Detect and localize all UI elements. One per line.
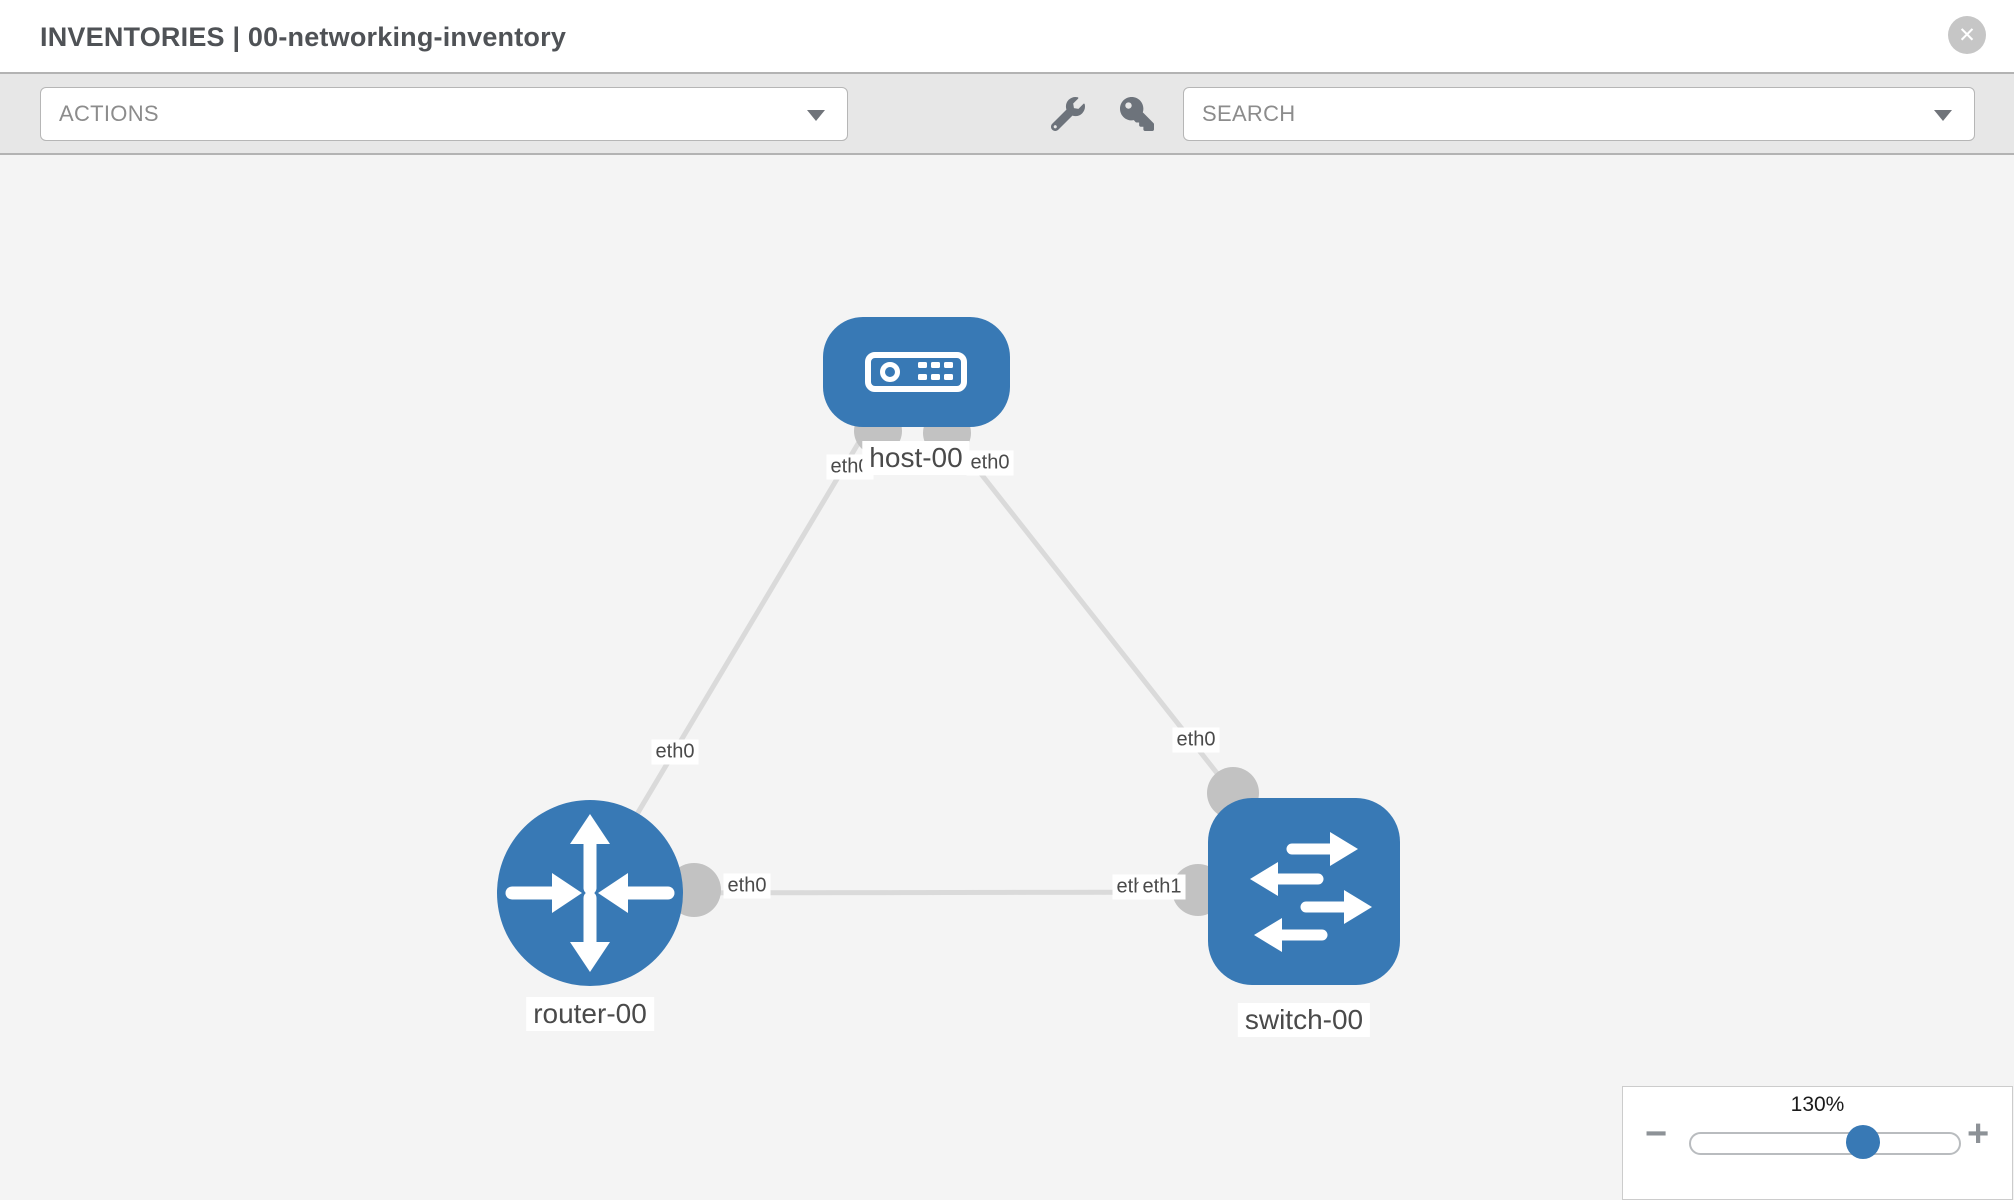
node-label-host: host-00: [862, 441, 970, 475]
router-icon: [505, 814, 675, 972]
node-label-switch: switch-00: [1237, 1003, 1371, 1037]
interface-points: [667, 407, 1259, 917]
topology-canvas[interactable]: [0, 155, 2014, 1200]
node-label-router: router-00: [526, 997, 654, 1031]
wrench-icon: [1050, 97, 1085, 132]
actions-dropdown[interactable]: ACTIONS: [40, 87, 848, 141]
search-dropdown-label: SEARCH: [1202, 101, 1296, 126]
topology-graph: [497, 317, 1400, 986]
interface-label: eth0: [651, 739, 699, 765]
chevron-down-icon: [807, 110, 825, 121]
minus-icon: −: [1645, 1113, 1668, 1155]
configure-button[interactable]: [1050, 97, 1085, 132]
host-icon: [865, 352, 967, 392]
page-title: INVENTORIES | 00-networking-inventory: [40, 22, 567, 52]
interface-label: eth1: [1138, 874, 1186, 900]
interface-label: eth0: [723, 873, 771, 899]
header: INVENTORIES | 00-networking-inventory ✕: [0, 0, 2014, 72]
actions-dropdown-label: ACTIONS: [59, 101, 159, 126]
plus-icon: +: [1967, 1113, 1990, 1155]
key-icon: [1120, 97, 1154, 131]
node-host-00[interactable]: [823, 317, 1010, 427]
zoom-slider[interactable]: [1689, 1125, 1961, 1159]
interface-label: eth0: [966, 450, 1014, 476]
zoom-slider-handle[interactable]: [1846, 1125, 1880, 1159]
zoom-control-panel: 130% − +: [1622, 1086, 2013, 1200]
credentials-button[interactable]: [1120, 97, 1154, 131]
node-switch-00[interactable]: [1208, 798, 1400, 985]
link-host-switch[interactable]: [946, 430, 1252, 817]
close-icon: ✕: [1958, 23, 1976, 47]
switch-icon: [1250, 832, 1372, 952]
links: [587, 430, 1305, 896]
zoom-out-button[interactable]: −: [1645, 1115, 1667, 1153]
node-router-00[interactable]: [497, 800, 683, 986]
zoom-in-button[interactable]: +: [1967, 1115, 1989, 1153]
close-button[interactable]: ✕: [1948, 16, 1986, 54]
chevron-down-icon: [1934, 110, 1952, 121]
toolbar: ACTIONS SEARCH: [0, 72, 2014, 155]
zoom-level: 130%: [1790, 1093, 1845, 1116]
search-dropdown[interactable]: SEARCH: [1183, 87, 1975, 141]
interface-label: eth0: [1172, 727, 1220, 753]
